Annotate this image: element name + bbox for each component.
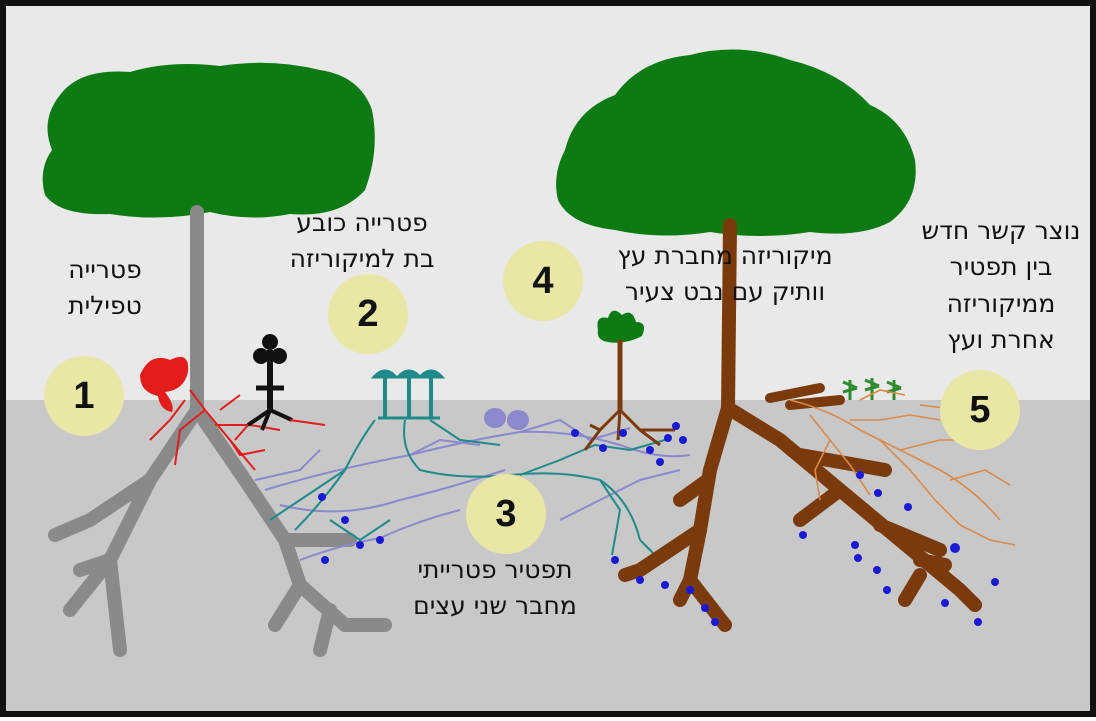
left-tree-canopy — [43, 63, 375, 218]
label-mycelium: תפטיר פטרייתי מחבר שני עצים — [380, 552, 610, 625]
label-parasitic-fungus: פטרייה טפילית — [30, 252, 180, 325]
marker-1: 1 — [44, 356, 124, 436]
marker-2: 2 — [328, 274, 408, 354]
label-cap-fungus: פטרייה כובע בת למיקוריזה — [262, 205, 462, 278]
marker-3: 3 — [466, 474, 546, 554]
label-new-connection: נוצר קשר חדש בין תפטיר ממיקוריזה אחרת וע… — [906, 213, 1096, 358]
label-mycorrhiza-seedling: מיקוריזה מחברת עץ וותיק עם נבט צעיר — [580, 238, 870, 311]
marker-5: 5 — [940, 370, 1020, 450]
marker-4: 4 — [503, 241, 583, 321]
